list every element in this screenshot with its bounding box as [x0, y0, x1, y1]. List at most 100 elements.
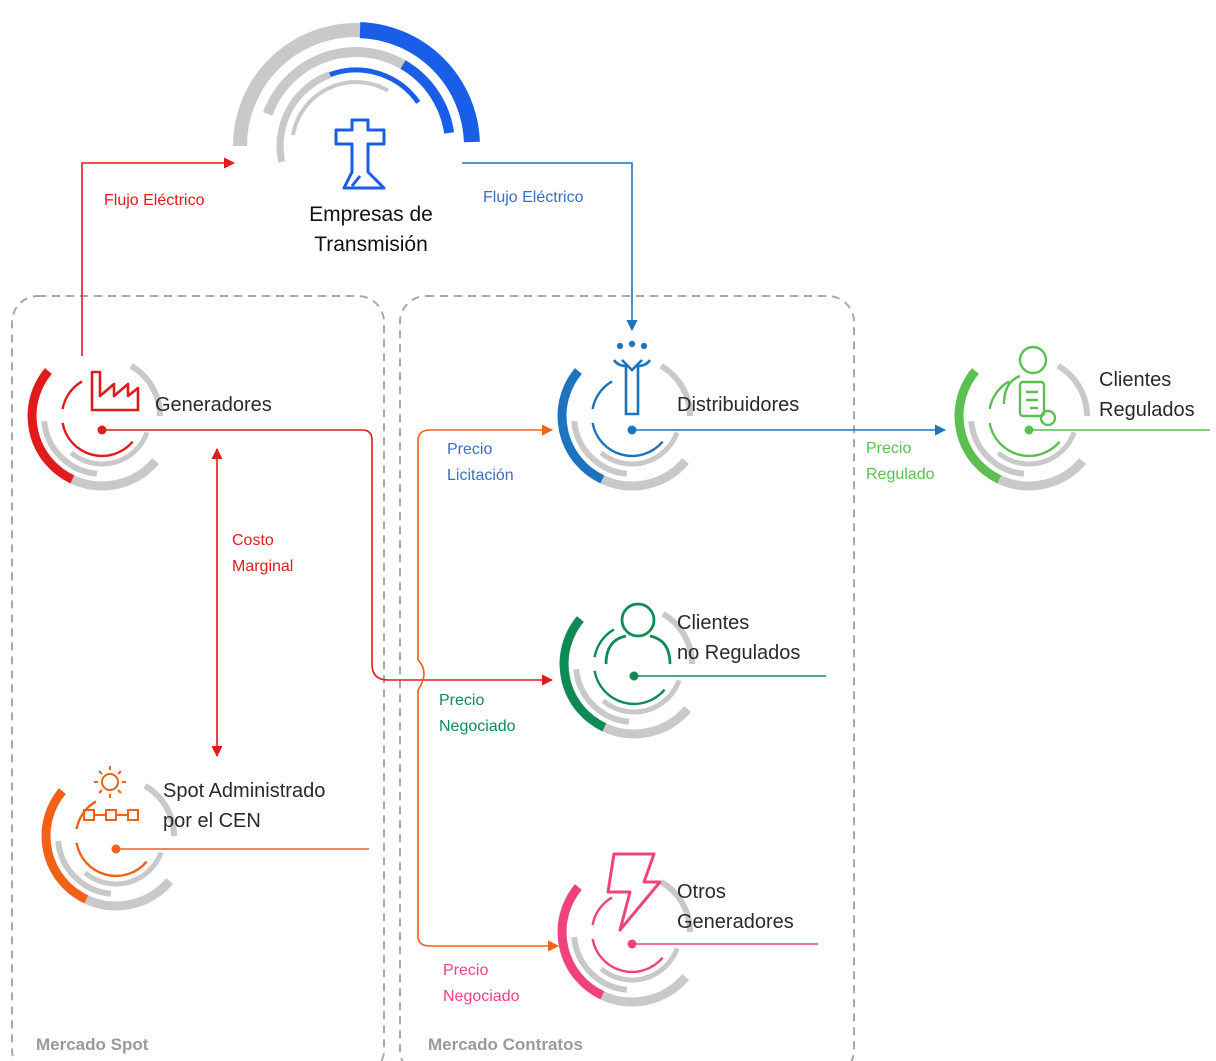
other-generators-ring-gray-inner — [599, 947, 680, 983]
edge-to-other-generators — [417, 690, 560, 952]
transmission-label-line1: Empresas de — [309, 203, 433, 226]
user-icon — [604, 602, 672, 665]
edge-contract-bridge — [417, 659, 425, 691]
transmission-ring-gray-inner2 — [291, 80, 389, 136]
transmission-ring-accent-mid — [400, 60, 455, 134]
regulated-ring-gray-outer — [997, 458, 1087, 491]
transmission-ring-accent-inner — [329, 67, 421, 104]
non-regulated-label-line1: Clientes — [677, 612, 750, 634]
other-generators-ring-gray-mid2 — [659, 879, 693, 933]
other-generators-ring-gray-mid — [571, 936, 628, 993]
generators-ring-accent-outer — [27, 368, 75, 484]
non-regulated-ring-gray-outer — [602, 706, 692, 739]
non-regulated-node-label: Clientes no Regulados — [677, 608, 800, 668]
spot-ring-gray-inner — [83, 851, 164, 887]
non-regulated-ring-accent-inner — [593, 670, 666, 706]
factory-icon — [90, 370, 140, 412]
spot-ring-accent-inner — [75, 842, 148, 878]
spot-ring-accent-outer — [41, 788, 89, 904]
regulated-ring-gray-mid2 — [1056, 363, 1090, 417]
edge-transmission-to-distributors — [462, 162, 638, 332]
edge-to-distributors-tender — [417, 424, 554, 660]
transmission-tower-icon — [334, 118, 386, 190]
transmission-ring-gray-inner — [276, 71, 332, 163]
distributors-ring-accent-outer — [557, 368, 605, 484]
other-generators-ring-accent-inner2 — [591, 896, 613, 926]
transmission-node-label: Empresas de Transmisión — [266, 200, 476, 260]
non-regulated-ring-accent-inner2 — [593, 628, 615, 658]
distribution-pole-icon — [612, 340, 652, 416]
generators-ring-accent-inner2 — [61, 380, 83, 410]
distributors-ring-accent-inner2 — [591, 380, 613, 410]
non-regulated-ring-gray-inner — [601, 679, 682, 715]
non-regulated-ring-accent-outer — [559, 616, 607, 732]
regulated-price-line2: Regulado — [866, 466, 935, 483]
non-regulated-label-line2: no Regulados — [677, 642, 801, 664]
flow-left-label: Flujo Eléctrico — [104, 192, 205, 209]
negotiated-price-line2: Negociado — [439, 718, 516, 735]
edge-generators-to-transmission — [81, 157, 236, 356]
region-contracts-label: Mercado Contratos — [428, 1035, 583, 1054]
distributors-ring-gray-mid — [571, 420, 628, 477]
client-document-icon — [1002, 345, 1057, 427]
region-mercado-contratos-box — [399, 295, 855, 1061]
spot-label-line2: por el CEN — [163, 810, 261, 832]
generators-ring-gray-mid2 — [129, 363, 163, 417]
distributors-ring-gray-inner — [599, 431, 680, 467]
transmission-label-line2: Transmisión — [314, 233, 428, 256]
negotiated-price-b-line1: Precio — [443, 962, 489, 979]
distributors-ring-gray-mid2 — [659, 363, 693, 417]
regulated-ring-accent-outer — [954, 368, 1002, 484]
tender-price-label: Precio Licitación — [447, 437, 514, 489]
regulated-price-label: Precio Regulado — [866, 436, 935, 488]
flow-right-label: Flujo Eléctrico — [483, 189, 584, 206]
spot-ring-gray-mid — [55, 840, 112, 897]
regulated-ring-gray-mid — [968, 420, 1025, 477]
distributors-ring-accent-inner — [591, 422, 664, 458]
spot-ring-gray-outer — [84, 878, 174, 911]
other-generators-ring-accent-inner — [591, 938, 664, 974]
transmission-ring-gray-outer — [233, 23, 361, 147]
lightning-icon — [606, 852, 662, 932]
regulated-price-line1: Precio — [866, 440, 912, 457]
spot-ring-gray-mid2 — [143, 783, 177, 837]
distributors-label: Distribuidores — [677, 394, 800, 416]
negotiated-price-b-line2: Negociado — [443, 988, 520, 1005]
edge-generators-to-nonregulated — [102, 429, 554, 686]
transmission-ring-gray-mid — [263, 47, 406, 116]
regulated-ring-gray-inner — [996, 431, 1077, 467]
generators-label: Generadores — [155, 394, 272, 416]
non-regulated-ring-gray-mid2 — [661, 611, 695, 665]
spot-node-label: Spot Administrado por el CEN — [163, 776, 325, 836]
region-mercado-spot-box — [11, 295, 385, 1061]
marginal-cost-line1: Costo — [232, 532, 274, 549]
marginal-cost-label: Costo Marginal — [232, 528, 293, 580]
regulated-ring-accent-inner — [988, 422, 1061, 458]
tender-price-line2: Licitación — [447, 467, 514, 484]
other-generators-node-label: Otros Generadores — [677, 877, 794, 937]
non-regulated-ring-gray-mid — [573, 668, 630, 725]
node-dots — [97, 425, 1034, 949]
other-generators-label-line2: Generadores — [677, 911, 794, 933]
transmission-ring-accent-outer — [359, 22, 480, 143]
spot-label-line1: Spot Administrado — [163, 780, 326, 802]
other-generators-label-line1: Otros — [677, 881, 726, 903]
negotiated-price-label: Precio Negociado — [439, 688, 516, 740]
regulated-ring-accent-inner2 — [988, 380, 1010, 410]
regulated-label-line2: Regulados — [1099, 399, 1195, 421]
distributors-ring-gray-outer — [600, 458, 690, 491]
negotiated-price-line1: Precio — [439, 692, 485, 709]
other-generators-ring-gray-outer — [600, 974, 690, 1007]
gear-network-icon — [83, 766, 139, 821]
other-generators-ring-accent-outer — [557, 884, 605, 1000]
region-spot-label: Mercado Spot — [36, 1035, 149, 1054]
generators-ring-gray-mid — [41, 420, 98, 477]
regulated-node-label: Clientes Regulados — [1099, 365, 1195, 425]
generators-ring-gray-outer — [70, 458, 160, 491]
negotiated-price-b-label: Precio Negociado — [443, 958, 520, 1010]
generators-ring-accent-inner — [61, 422, 134, 458]
regulated-label-line1: Clientes — [1099, 369, 1172, 391]
generators-ring-gray-inner — [69, 431, 150, 467]
connectors — [81, 157, 1210, 952]
